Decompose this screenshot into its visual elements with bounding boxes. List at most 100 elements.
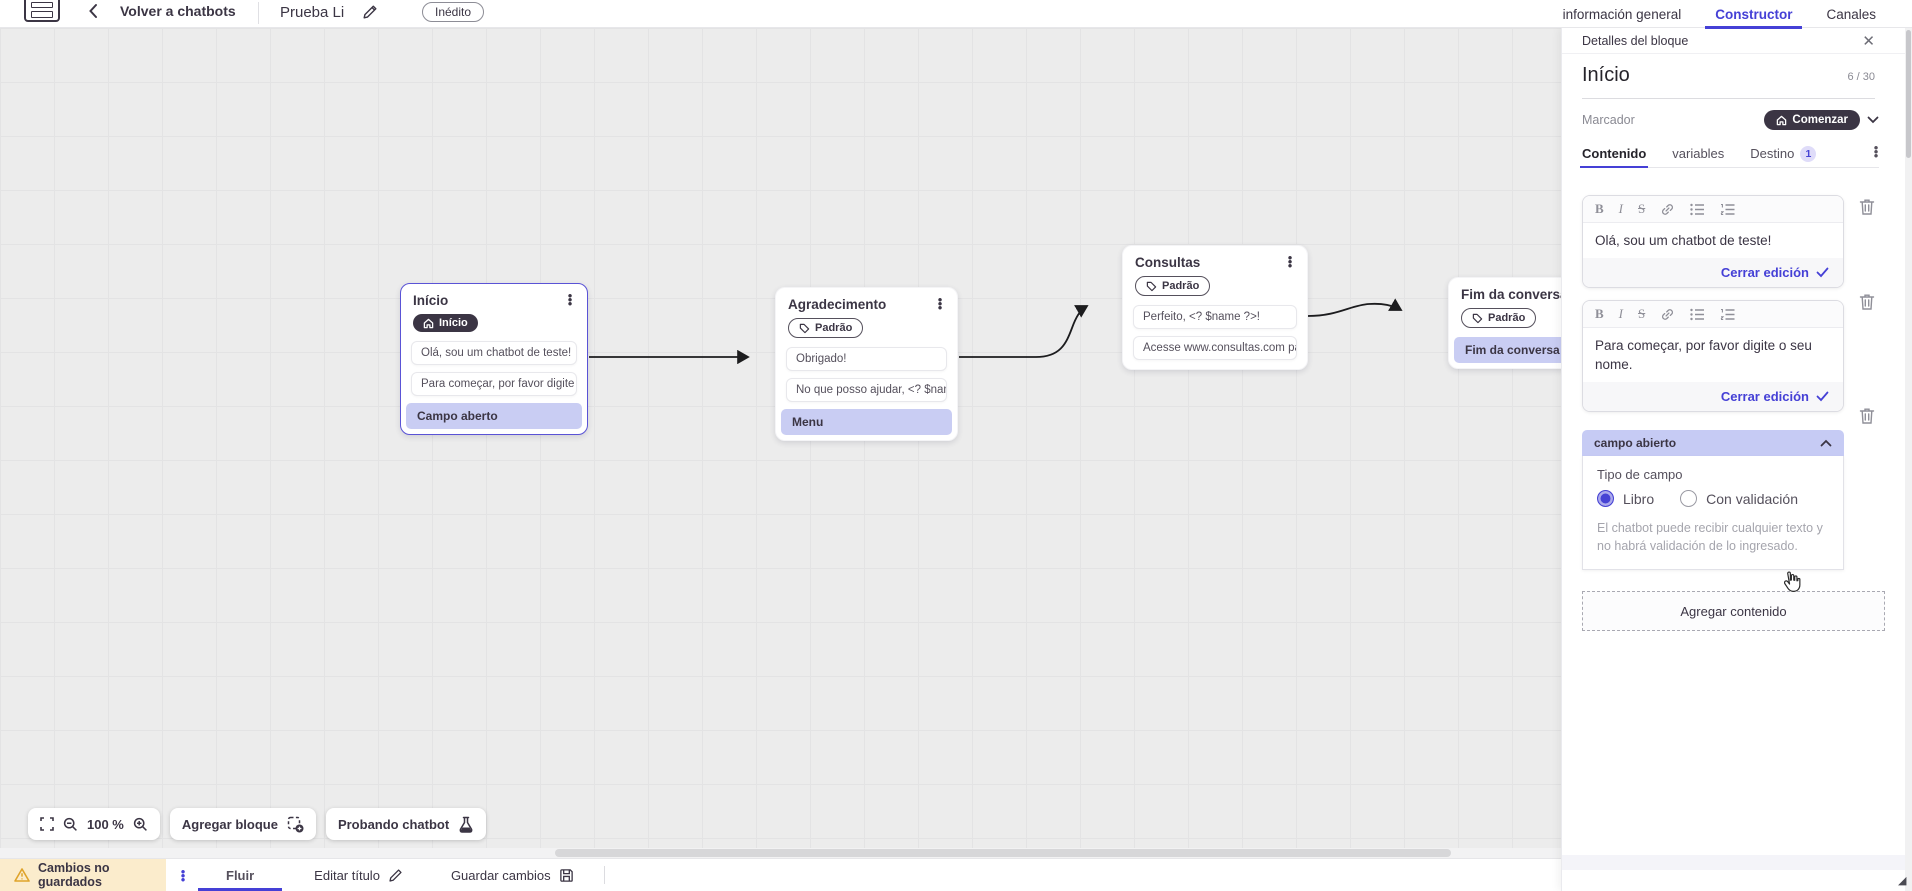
pencil-icon xyxy=(388,868,403,883)
add-block-icon xyxy=(287,816,304,833)
tag-icon xyxy=(1472,313,1483,324)
node-consultas[interactable]: Consultas ••• Padrão Perfeito, <? $name … xyxy=(1122,245,1308,370)
node-fim-da-conversa[interactable]: Fim da conversa Padrão Fim da conversa xyxy=(1448,277,1561,369)
block-name-input[interactable]: Início xyxy=(1582,64,1630,86)
node-action-row[interactable]: Menu xyxy=(781,409,952,435)
node-content-row[interactable]: Olá, sou um chatbot de teste! xyxy=(411,341,577,365)
node-action-row[interactable]: Campo aberto xyxy=(406,403,582,429)
node-content-row[interactable]: Perfeito, <? $name ?>! xyxy=(1133,305,1297,329)
bullet-list-icon[interactable] xyxy=(1690,308,1705,321)
flow-tab-fluir[interactable]: Fluir xyxy=(198,859,283,891)
tab-variables[interactable]: variables xyxy=(1672,146,1725,161)
block-name-field[interactable]: Início 6 / 30 xyxy=(1582,64,1875,99)
panel-title-bar: Detalles del bloque ✕ xyxy=(1562,28,1905,54)
add-block-button[interactable]: Agregar bloque xyxy=(169,808,316,840)
flow-menu-icon[interactable]: ••• xyxy=(180,864,186,887)
italic-icon[interactable]: I xyxy=(1618,201,1624,216)
open-field-card: campo abierto Tipo de campo Libro Con va… xyxy=(1582,430,1844,570)
field-helper-text: El chatbot puede recibir cualquier texto… xyxy=(1597,521,1823,553)
hscroll-thumb[interactable] xyxy=(555,849,1451,857)
node-content-row[interactable]: Acesse www.consultas.com par... xyxy=(1133,336,1297,360)
edit-title-button[interactable]: Editar título xyxy=(314,859,403,891)
node-action-row[interactable]: Fim da conversa xyxy=(1454,337,1561,363)
node-menu-icon[interactable]: ••• xyxy=(1287,250,1293,273)
link-icon[interactable] xyxy=(1660,202,1675,217)
test-chatbot-button[interactable]: Probando chatbot xyxy=(325,808,487,840)
home-icon xyxy=(1776,115,1787,126)
app-logo[interactable] xyxy=(24,0,60,22)
node-menu-icon[interactable]: ••• xyxy=(937,292,943,315)
italic-icon[interactable]: I xyxy=(1618,306,1624,321)
flask-icon xyxy=(458,816,474,833)
node-inicio[interactable]: Início ••• Início Olá, sou um chatbot de… xyxy=(400,283,588,435)
zoom-controls: 100 % xyxy=(28,808,160,840)
link-icon[interactable] xyxy=(1660,307,1675,322)
home-icon xyxy=(423,318,434,329)
vscroll-thumb[interactable] xyxy=(1906,30,1911,158)
radio-unselected-icon[interactable] xyxy=(1680,490,1698,507)
numbered-list-icon[interactable] xyxy=(1720,203,1735,216)
delete-content-icon[interactable] xyxy=(1859,293,1875,311)
editor-toolbar: B I S xyxy=(1583,196,1843,223)
radio-selected-icon[interactable] xyxy=(1597,490,1614,507)
tab-contenido[interactable]: Contenido xyxy=(1579,140,1649,168)
strikethrough-icon[interactable]: S xyxy=(1638,201,1646,216)
radio-libro[interactable]: Libro xyxy=(1597,490,1654,507)
text-editor-2[interactable]: B I S Para começar, por favor digite o s… xyxy=(1582,300,1844,412)
tab-informacion-general[interactable]: información general xyxy=(1562,6,1682,22)
bottom-bar-divider xyxy=(603,866,605,884)
node-title: Fim da conversa xyxy=(1461,287,1561,302)
back-to-chatbots-button[interactable]: Volver a chatbots xyxy=(88,3,236,19)
canvas-horizontal-scrollbar[interactable] xyxy=(0,848,1561,858)
close-edit-button[interactable]: Cerrar edición xyxy=(1583,382,1843,411)
marker-select[interactable]: Comenzar xyxy=(1764,110,1860,130)
bullet-list-icon[interactable] xyxy=(1690,203,1705,216)
delete-content-icon[interactable] xyxy=(1859,407,1875,425)
node-menu-icon[interactable]: ••• xyxy=(567,288,573,311)
text-editor-1[interactable]: B I S Olá, sou um chatbot de teste! Cerr… xyxy=(1582,195,1844,288)
node-marker-pill: Início xyxy=(413,314,478,332)
panel-tabs-menu-icon[interactable]: ••• xyxy=(1873,140,1879,163)
close-edit-button[interactable]: Cerrar edición xyxy=(1583,258,1843,287)
node-agradecimento[interactable]: Agradecimento ••• Padrão Obrigado! No qu… xyxy=(775,287,958,441)
bold-icon[interactable]: B xyxy=(1595,201,1604,216)
open-field-header[interactable]: campo abierto xyxy=(1582,430,1844,456)
fullscreen-icon[interactable] xyxy=(40,817,54,831)
node-content-row[interactable]: Obrigado! xyxy=(786,347,947,371)
zoom-out-icon[interactable] xyxy=(63,817,78,832)
editor-text[interactable]: Para começar, por favor digite o seu nom… xyxy=(1583,328,1843,382)
field-type-label: Tipo de campo xyxy=(1597,467,1683,482)
header-tabs: información general Constructor Canales xyxy=(1562,0,1876,29)
add-content-button[interactable]: Agregar contenido xyxy=(1582,591,1885,631)
radio-con-validacion[interactable]: Con validación xyxy=(1680,490,1798,507)
zoom-in-icon[interactable] xyxy=(133,817,148,832)
chevron-down-icon[interactable] xyxy=(1867,116,1879,124)
tab-destino[interactable]: Destino 1 xyxy=(1750,140,1817,167)
save-changes-button[interactable]: Guardar cambios xyxy=(451,859,574,891)
tab-canales[interactable]: Canales xyxy=(1826,6,1876,22)
panel-vertical-scrollbar[interactable] xyxy=(1905,28,1912,891)
node-tag-pill: Padrão xyxy=(1135,276,1211,296)
node-content-row[interactable]: Para começar, por favor digite o ... xyxy=(411,372,577,396)
node-content-row[interactable]: No que posso ajudar, <? $name ... xyxy=(786,378,947,402)
strikethrough-icon[interactable]: S xyxy=(1638,306,1646,321)
numbered-list-icon[interactable] xyxy=(1720,308,1735,321)
canvas-toolbar: 100 % Agregar bloque Probando chatbot xyxy=(28,808,487,840)
edit-title-pencil-icon[interactable] xyxy=(362,4,378,20)
panel-title: Detalles del bloque xyxy=(1582,34,1689,48)
delete-content-icon[interactable] xyxy=(1859,198,1875,216)
check-icon xyxy=(1816,391,1829,402)
unsaved-changes-warning: Cambios no guardados xyxy=(0,859,166,891)
bold-icon[interactable]: B xyxy=(1595,306,1604,321)
node-tag-pill: Padrão xyxy=(788,318,864,338)
close-icon[interactable]: ✕ xyxy=(1862,33,1875,50)
tab-constructor[interactable]: Constructor xyxy=(1705,0,1803,29)
editor-text[interactable]: Olá, sou um chatbot de teste! xyxy=(1583,223,1843,258)
chevron-up-icon[interactable] xyxy=(1820,439,1832,447)
tag-icon xyxy=(1146,281,1157,292)
panel-footer-strip xyxy=(1562,855,1905,870)
marker-row: Marcador Comenzar xyxy=(1582,110,1879,130)
flow-canvas[interactable]: Início ••• Início Olá, sou um chatbot de… xyxy=(0,28,1561,848)
bottom-bar: Cambios no guardados ••• Fluir Editar tí… xyxy=(0,858,1561,891)
back-label: Volver a chatbots xyxy=(120,3,236,19)
